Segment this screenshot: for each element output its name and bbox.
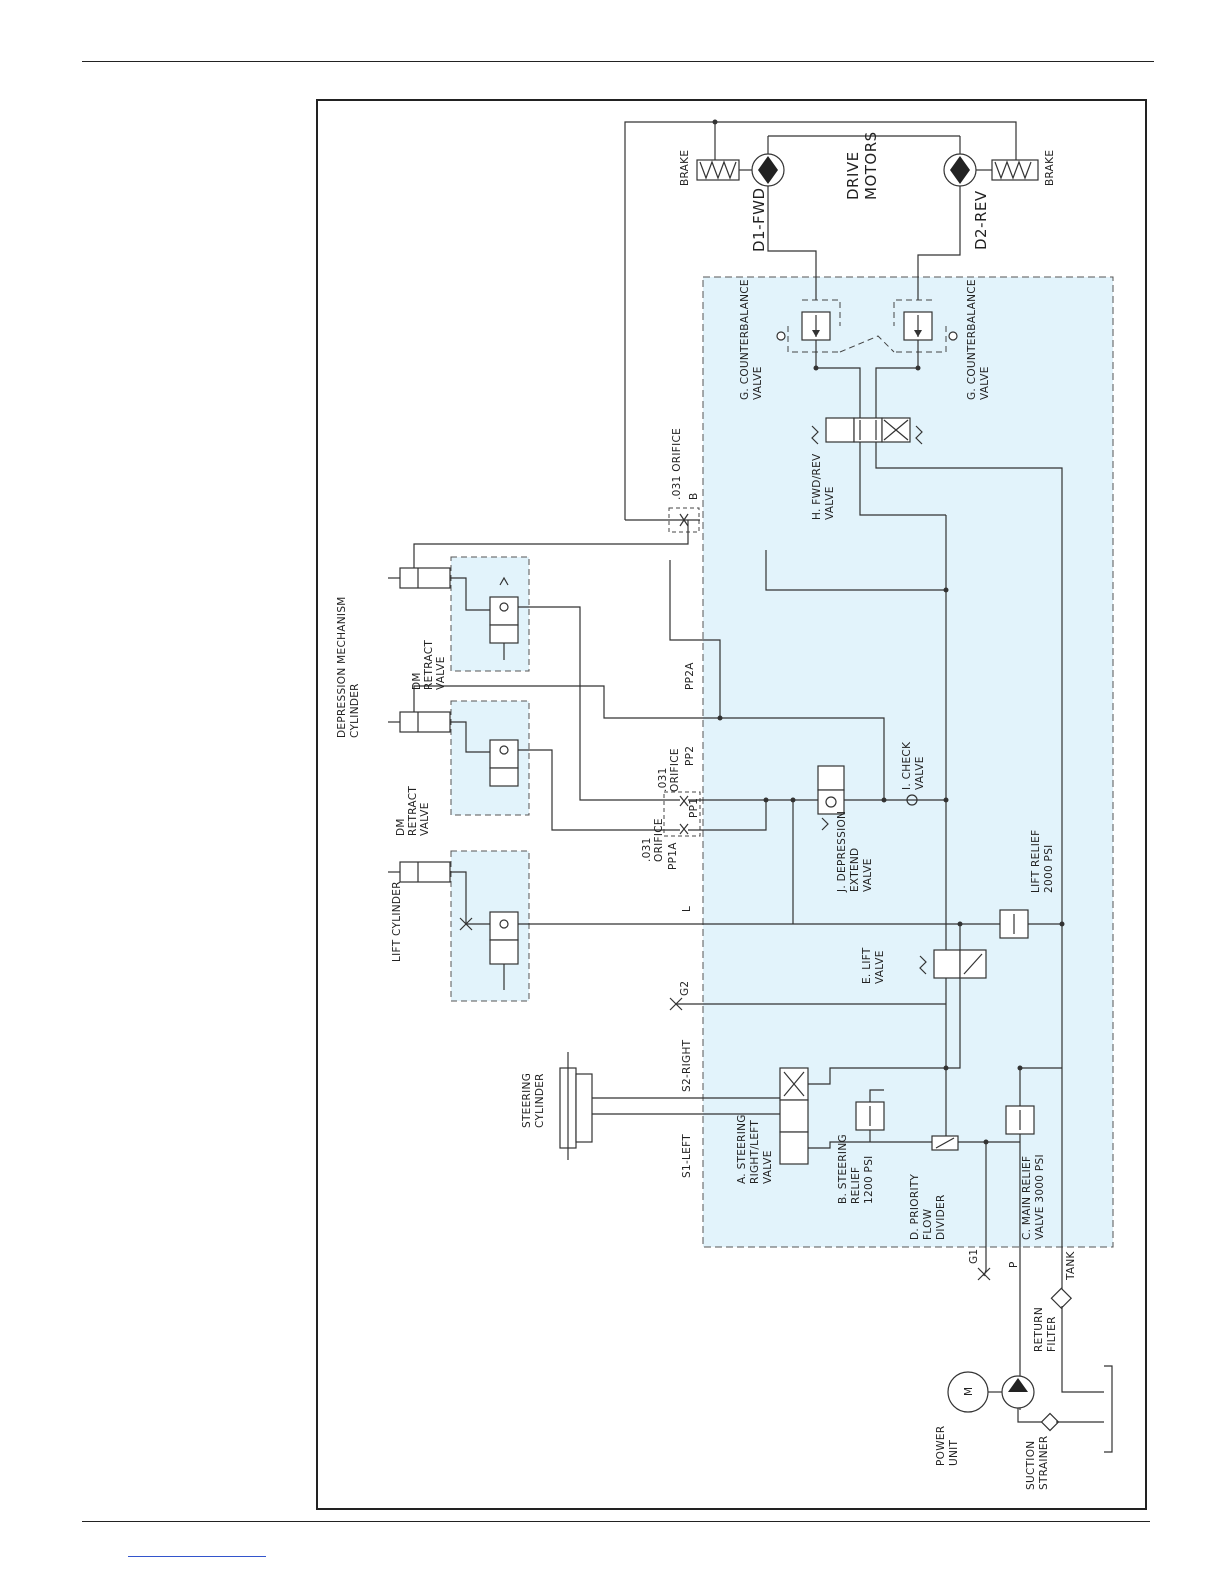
main-relief-label: C. MAIN RELIEFVALVE 3000 PSI: [1021, 1154, 1046, 1240]
d2-rev-label: D2-REV: [972, 190, 990, 250]
d1-fwd-label: D1-FWD: [750, 187, 768, 252]
pp1a-label: PP1A: [667, 842, 679, 870]
lift-relief-label: LIFT RELIEF2000 PSI: [1030, 830, 1055, 893]
lift-valve: [919, 949, 987, 979]
orifice-b-label: .031 ORIFICE: [671, 428, 683, 500]
dm-retract-top: [388, 520, 689, 801]
check-valve-label: I. CHECKVALVE: [901, 741, 926, 790]
fwd-rev-valve: [811, 417, 1063, 1290]
port-l-label: L: [681, 906, 693, 912]
orifice-pp-label: .031ORIFICE: [657, 748, 681, 792]
main-relief: [1005, 1065, 1062, 1142]
counterbalance-right-label: G. COUNTERBALANCEVALVE: [966, 279, 991, 400]
steering-relief: [855, 1089, 885, 1142]
steering-relief-label: B. STEERINGRELIEF1200 PSI: [837, 1134, 875, 1204]
steering-cylinder: [559, 1052, 780, 1160]
motor-symbol: M: [963, 1387, 975, 1396]
fwd-rev-label: H. FWD/REVVALVE: [811, 453, 836, 520]
power-unit-label: POWERUNIT: [935, 1426, 960, 1466]
lift-relief: [946, 909, 1065, 1069]
steering-valve-label: A. STEERINGRIGHT/LEFTVALVE: [736, 1114, 774, 1184]
drive-circuit: [624, 119, 1039, 520]
lift-cylinder: [388, 861, 1000, 990]
port-p-label: P: [1008, 1261, 1020, 1268]
lift-valve-label: E. LIFTVALVE: [861, 947, 886, 984]
brake-right-label: BRAKE: [1044, 150, 1056, 186]
steering-valve: [779, 1067, 946, 1165]
tank-label: TANK: [1065, 1250, 1077, 1281]
counterbalance-valves: [776, 299, 958, 420]
pp1-label: PP1: [688, 798, 700, 818]
depression-extend-valve: [792, 765, 946, 924]
brake-left-label: BRAKE: [679, 150, 691, 186]
port-g1-label: G1: [968, 1249, 980, 1264]
lift-cylinder-label: LIFT CYLINDER: [391, 881, 403, 962]
depression-mechanism-label: DEPRESSION MECHANISMCYLINDER: [336, 596, 361, 738]
dm-retract-top-label: DMRETRACTVALVE: [411, 640, 447, 690]
orifice-pp1a-label: .031ORIFICE: [641, 818, 665, 862]
footer-link-underline: [128, 1556, 266, 1557]
port-b-label: B: [688, 492, 700, 500]
diagram-frame: [316, 99, 1147, 1510]
s1-left-label: S1-LEFT: [681, 1134, 693, 1178]
pp2a-label: PP2A: [684, 662, 696, 690]
header-rule: [82, 61, 1154, 62]
priority-divider-label: D. PRIORITYFLOWDIVIDER: [909, 1173, 947, 1240]
power-unit: [947, 1371, 1104, 1432]
port-g2-label: G2: [679, 981, 691, 996]
drive-motors-label: DRIVEMOTORS: [844, 131, 880, 200]
dm-retract-mid: [388, 560, 885, 831]
dm-retract-mid-label: DMRETRACTVALVE: [395, 786, 431, 836]
counterbalance-left-label: G. COUNTERBALANCEVALVE: [739, 279, 764, 400]
suction-strainer-label: SUCTIONSTRAINER: [1025, 1436, 1050, 1490]
s2-right-label: S2-RIGHT: [681, 1039, 693, 1092]
return-filter-label: RETURNFILTER: [1033, 1307, 1058, 1352]
steering-cylinder-label: STEERINGCYLINDER: [521, 1073, 546, 1128]
pp2-label: PP2: [684, 746, 696, 766]
depression-extend-label: J. DEPRESSIONEXTENDVALVE: [836, 811, 874, 893]
footer-rule: [82, 1521, 1150, 1522]
